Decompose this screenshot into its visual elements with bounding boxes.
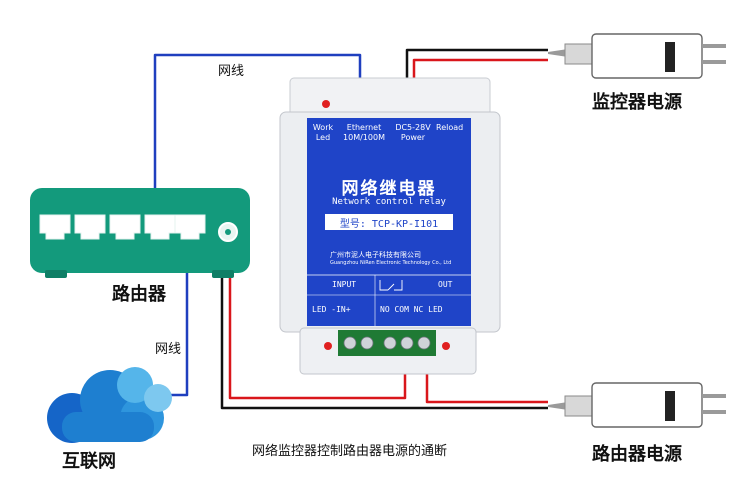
company-cn: 广州市泥人电子科技有限公司 (330, 251, 421, 259)
monitor-power-label: 监控器电源 (592, 92, 682, 113)
router-port (109, 214, 141, 240)
terminal-screw (383, 336, 397, 350)
blue-cable-router-to-relay (153, 53, 362, 215)
diagram-caption: 网络监控器控制路由器电源的通断 (252, 444, 448, 459)
status-led (322, 100, 330, 108)
terminal-screw (400, 336, 414, 350)
relay-device (279, 77, 501, 375)
model-number: 型号: TCP-KP-I101 (339, 219, 439, 230)
out-label: OUT (438, 280, 453, 289)
terminal-screw (417, 336, 431, 350)
monitor-power-red-wire (412, 58, 548, 80)
router-port (174, 214, 206, 240)
terminal-screw (360, 336, 374, 350)
cloud-icon (47, 367, 172, 443)
monitor-power-black-wire (405, 48, 548, 80)
router-power-adapter (548, 382, 726, 428)
router-power-label: 路由器电源 (592, 444, 682, 465)
router-port (74, 214, 106, 240)
router-port (39, 214, 71, 240)
cable-label-bottom: 网线 (155, 342, 182, 357)
relay-title-cn: 网络继电器 (341, 179, 437, 199)
terminal-labels-right: NO COM NC LED (380, 305, 443, 314)
cable-label-top: 网线 (218, 64, 245, 79)
router (30, 188, 250, 278)
monitor-power-adapter (548, 33, 726, 79)
terminal-labels-left: LED -IN+ (312, 305, 351, 314)
router-power-black-wire (220, 240, 548, 410)
router-label: 路由器 (112, 284, 166, 305)
input-label: INPUT (332, 280, 357, 289)
relay-title-en: Network control relay (332, 197, 446, 207)
company-en: Guangzhou NiRen Electronic Technology Co… (330, 260, 452, 266)
reload-label: Reload (436, 123, 464, 132)
internet-label: 互联网 (62, 451, 116, 472)
terminal-screw (343, 336, 357, 350)
